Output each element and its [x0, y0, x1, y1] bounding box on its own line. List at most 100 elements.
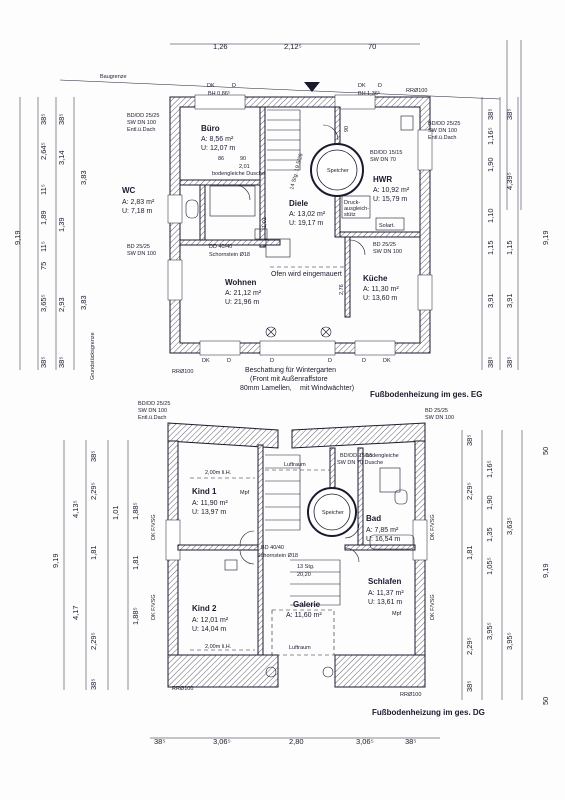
eg-dim-276: 2,76 [339, 284, 345, 295]
eg-li-0: 3,83 [79, 170, 88, 185]
eg-window-wohnen-1 [199, 340, 241, 356]
druckausgleich-box [341, 195, 371, 219]
eg-bd-right-2: SW DN 100 [428, 128, 457, 134]
druck-line-3: stütz [344, 212, 356, 218]
dg-bd-left-3: Entl.ü.Dach [138, 415, 166, 421]
eg-ld-1: 2,64⁵ [39, 142, 48, 160]
dg-ld-4: 1,81 [89, 545, 98, 560]
eg-dim-101: 1,01 [262, 217, 268, 228]
dg-rm-4: 3,95⁵ [485, 622, 494, 640]
kind1-area: A: 11,90 m² [192, 500, 228, 507]
dg-dk-fvsg-left-2: DK F/VSG [151, 594, 157, 620]
wohnen-name: Wohnen [225, 278, 257, 287]
dg-lichtehoehe-top: 2,00m li.H. [205, 470, 232, 476]
hwr-area: A: 10,92 m² [373, 187, 410, 194]
eg-rd-3: 1,90 [486, 157, 495, 172]
dg-roof-band-top-left [167, 422, 279, 449]
dg-fbh-label: Fußbodenheizung im ges. DG [372, 708, 485, 717]
eg-li-1: 3,83 [79, 295, 88, 310]
solart-label: Solart. [379, 223, 395, 229]
druck-line-1: Druck- [344, 200, 360, 206]
kueche-area: A: 11,30 m² [363, 286, 399, 293]
kind2-area: A: 12,01 m² [192, 617, 229, 624]
eg-d-bottom-2: D [270, 358, 274, 364]
kueche-perimeter: U: 13,60 m [363, 295, 397, 302]
dg-dk-fvsg-right-1: DK F/VSG [430, 514, 436, 540]
eg-ld-3: 1,89 [39, 210, 48, 225]
eg-rro-bottom: RRØ100 [172, 369, 193, 375]
dg-door-kind2 [239, 549, 255, 565]
eg-interior-walls [179, 106, 421, 318]
eg-d-bottom-3: D [328, 358, 332, 364]
dg-bd-left-1: BD/DD 25/25 [138, 401, 170, 407]
bad-perimeter: U: 16,54 m [366, 536, 400, 543]
top-dim-b: 2,12⁵ [284, 42, 302, 51]
eg-rm-0: 38⁵ [505, 109, 514, 120]
eg-window-wohnen-side [167, 259, 183, 301]
dg-ld-8: 38⁵ [89, 679, 98, 690]
dg-roof-band-top-right [291, 422, 426, 449]
eg-rd-1: 1,16⁵ [486, 127, 495, 145]
dg-door-kind1 [239, 530, 255, 546]
eg-rm-2: 1,15 [505, 240, 514, 255]
bottom-dim-e: 38⁵ [405, 737, 416, 746]
dg-ld-1: 2,29⁵ [89, 482, 98, 500]
eg-rro-top: RRØ100 [406, 88, 427, 94]
dg-chimney [224, 559, 238, 571]
kind1-mpf: Mpf [240, 490, 250, 496]
hwr-perimeter: U: 15,79 m [373, 196, 407, 203]
eg-ld-5: 75 [39, 262, 48, 270]
dg-interior-walls [177, 444, 416, 656]
wintergarten-line-2: (Front mit Außenraffstore [250, 376, 328, 383]
diele-area: A: 13,02 m² [289, 211, 326, 218]
dg-window-right [412, 519, 428, 561]
eg-bh-086: BH 0,86⁵ [208, 90, 230, 97]
dg-luftraum-lower [271, 609, 335, 656]
eg-bd-1515-1: BD/DD 15/15 [370, 150, 402, 156]
eg-bh-136: BH 1,36⁵ [358, 90, 380, 97]
eg-dim-90a: 90 [240, 156, 246, 162]
eg-rd-7: 3,91 [486, 293, 495, 308]
eg-dk-top-left: DK [207, 83, 215, 89]
eg-window-wc [167, 194, 183, 224]
eg-bd-left-1: BD/DD 25/25 [127, 113, 159, 119]
dg-dk-fvsg-right-2: DK F/VSG [430, 594, 436, 620]
dg-left-total: 9,19 [51, 553, 60, 568]
dg-schornstein-2: Schornstein Ø18 [257, 553, 298, 559]
eg-bd-left-2: SW DN 100 [127, 120, 156, 126]
eg-rd-0: 38⁵ [486, 109, 495, 120]
eg-rm-1: 4,39⁵ [505, 172, 514, 190]
eg-lm-2: 1,39 [57, 217, 66, 232]
top-dim-c: 70 [368, 42, 376, 51]
top-dimension-strip: 1,26 2,12⁵ 70 [170, 40, 522, 210]
ofen-label: Ofen wird eingemauert [271, 271, 342, 278]
eg-dk-bottom-2: DK [383, 358, 391, 364]
eg-rm-3: 3,91 [505, 293, 514, 308]
dg-ro-0: 3,63⁵ [505, 517, 514, 535]
dg-roof-band-bottom-left [167, 654, 279, 688]
dg-ld-7: 2,29⁵ [89, 632, 98, 650]
dg-door-schlafen [344, 547, 360, 563]
dg-li-3: 1,88⁵ [131, 607, 140, 625]
upper-floor-plan: 13 Stg. 20,20 Speicher Kind 1 A: 11,90 m… [51, 401, 550, 717]
eg-dk-top-right: DK [358, 83, 366, 89]
dg-bd-tr-1: BD 25/25 [425, 408, 448, 414]
galerie-name: Galerie [293, 600, 321, 609]
dg-luftraum-lower-label: Luftraum [289, 645, 311, 651]
eg-speicher-label: Speicher [327, 168, 349, 174]
eg-lm-4: 38⁵ [57, 357, 66, 368]
eg-left-dimensions: 9,19 38⁵ 2,64⁵ 11⁵ 1,89 11⁵ 75 3,65⁵ 38⁵… [13, 97, 88, 370]
dg-rd-8: 38⁵ [465, 681, 474, 692]
dg-right-dimensions: 9,19 50 50 38⁵ 2,29⁵ 1,81 2,29⁵ 38⁵ 1,16… [461, 430, 550, 705]
dg-speicher-label: Speicher [322, 510, 344, 516]
dg-rm-0: 1,16⁵ [485, 460, 494, 478]
hwr-name: HWR [373, 175, 392, 184]
schlafen-area: A: 11,37 m² [368, 590, 404, 597]
eg-chimney [254, 228, 268, 240]
bottom-dim-c: 2,80 [289, 737, 304, 746]
eg-bd-right-1: BD/DD 25/25 [428, 121, 460, 127]
dg-column-left [265, 666, 277, 678]
eg-lm-1: 3,14 [57, 150, 66, 165]
